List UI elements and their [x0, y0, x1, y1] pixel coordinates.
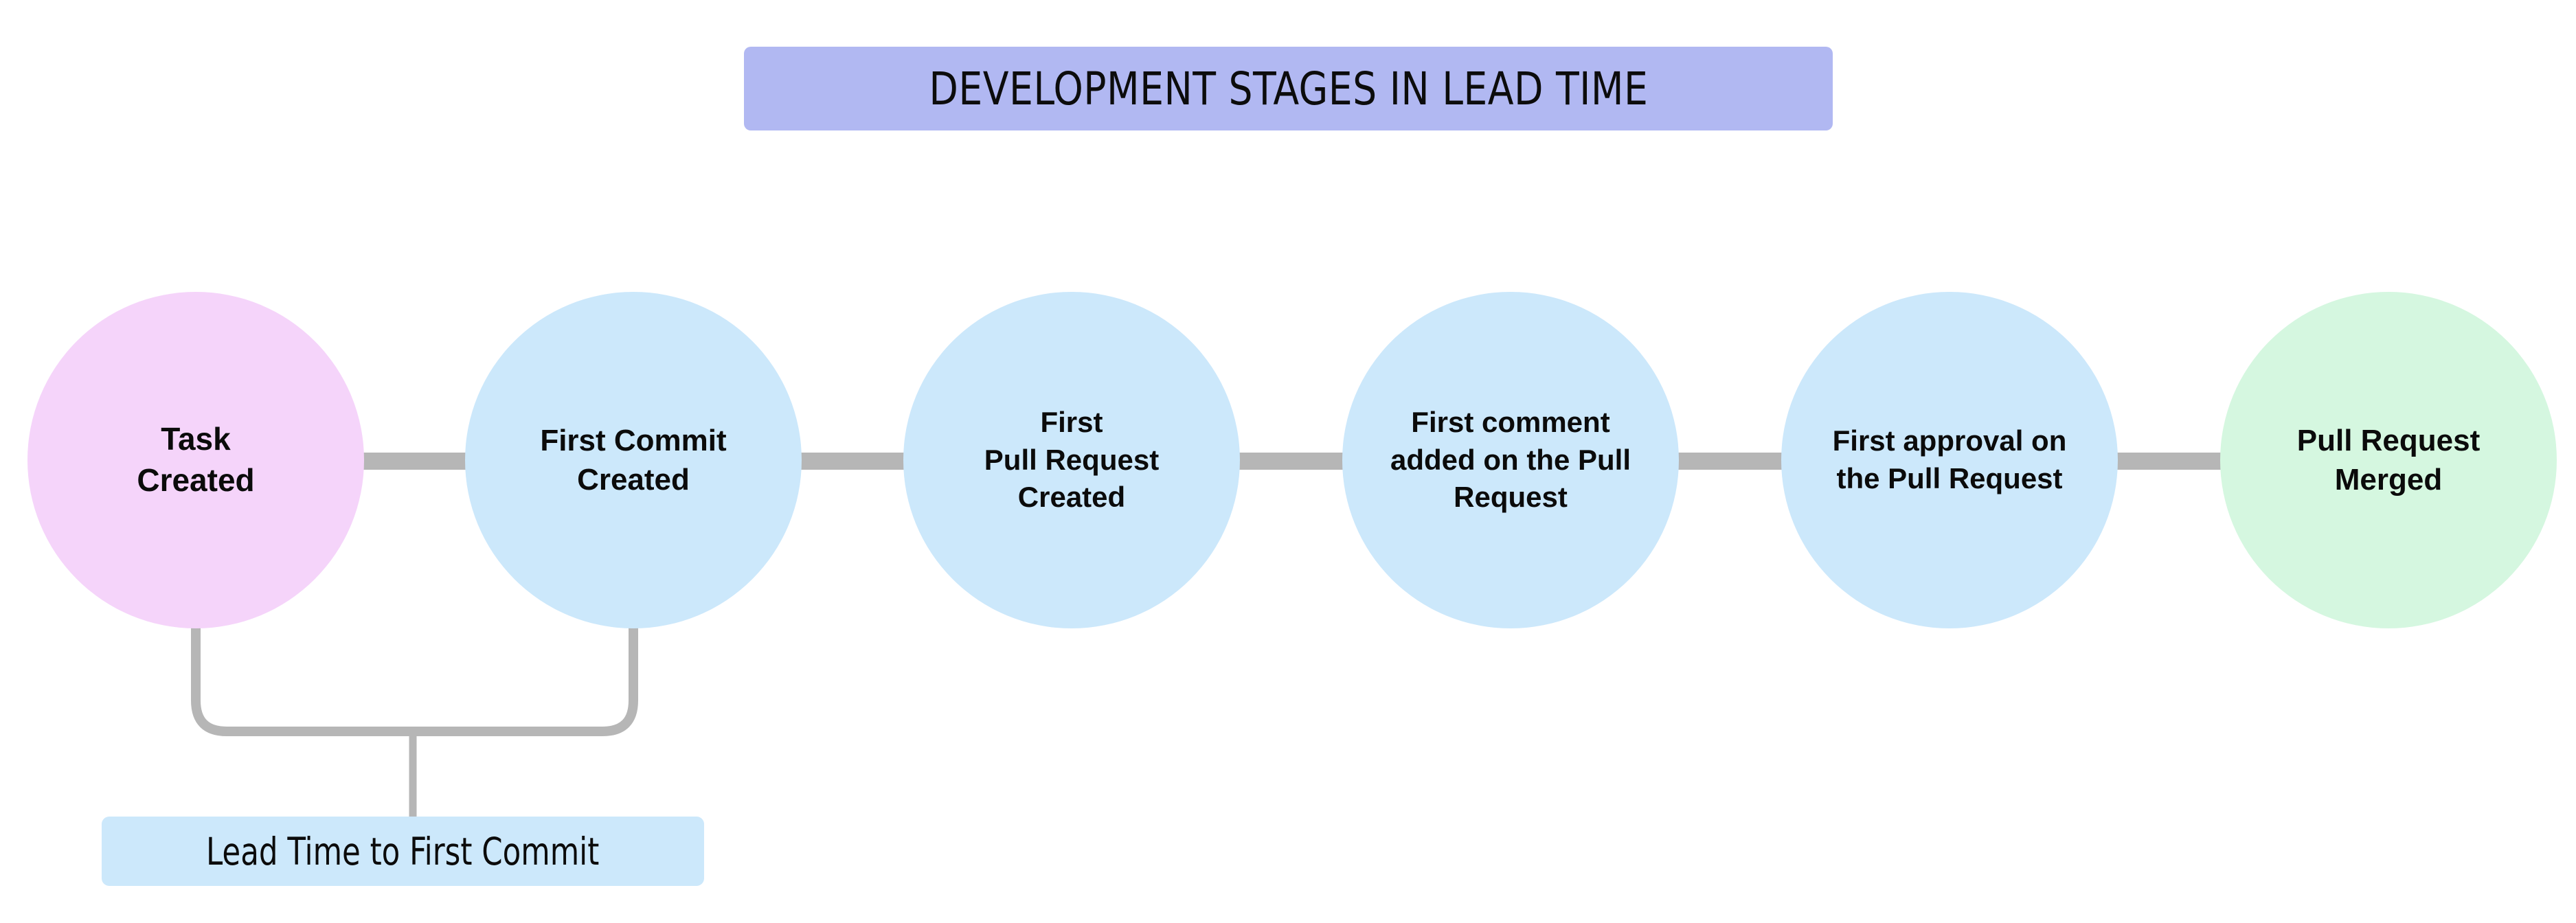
page-title: DEVELOPMENT STAGES IN LEAD TIME	[929, 62, 1648, 115]
annotation-label: Lead Time to First Commit	[206, 829, 600, 874]
connector-comment-to-approval	[1678, 453, 1783, 470]
stage-label-pull-request-merged: Pull Request Merged	[2296, 423, 2481, 497]
stage-node-task-created[interactable]: Task Created	[27, 292, 364, 628]
stage-label-first-commit-created: First Commit Created	[540, 423, 727, 497]
diagram-title-band: DEVELOPMENT STAGES IN LEAD TIME	[744, 47, 1833, 130]
stage-node-pull-request-merged[interactable]: Pull Request Merged	[2220, 292, 2557, 628]
stage-node-first-commit-created[interactable]: First Commit Created	[465, 292, 802, 628]
connector-task-to-commit	[363, 453, 467, 470]
connector-pr-to-comment	[1239, 453, 1344, 470]
stage-label-first-comment-on-pull-request: First comment added on the Pull Request	[1390, 406, 1631, 514]
stage-node-first-comment-on-pull-request[interactable]: First comment added on the Pull Request	[1342, 292, 1679, 628]
stage-label-task-created: Task Created	[137, 421, 255, 498]
connector-commit-to-pr	[801, 453, 905, 470]
stage-node-first-approval-on-pull-request[interactable]: First approval on the Pull Request	[1781, 292, 2118, 628]
connector-approval-to-merged	[2117, 453, 2222, 470]
bracket-path	[191, 622, 638, 736]
stage-label-first-pull-request-created: First Pull Request Created	[984, 406, 1160, 514]
stage-label-first-approval-on-pull-request: First approval on the Pull Request	[1832, 424, 2067, 494]
annotation-lead-time-to-first-commit[interactable]: Lead Time to First Commit	[102, 817, 704, 886]
stage-node-first-pull-request-created[interactable]: First Pull Request Created	[903, 292, 1240, 628]
